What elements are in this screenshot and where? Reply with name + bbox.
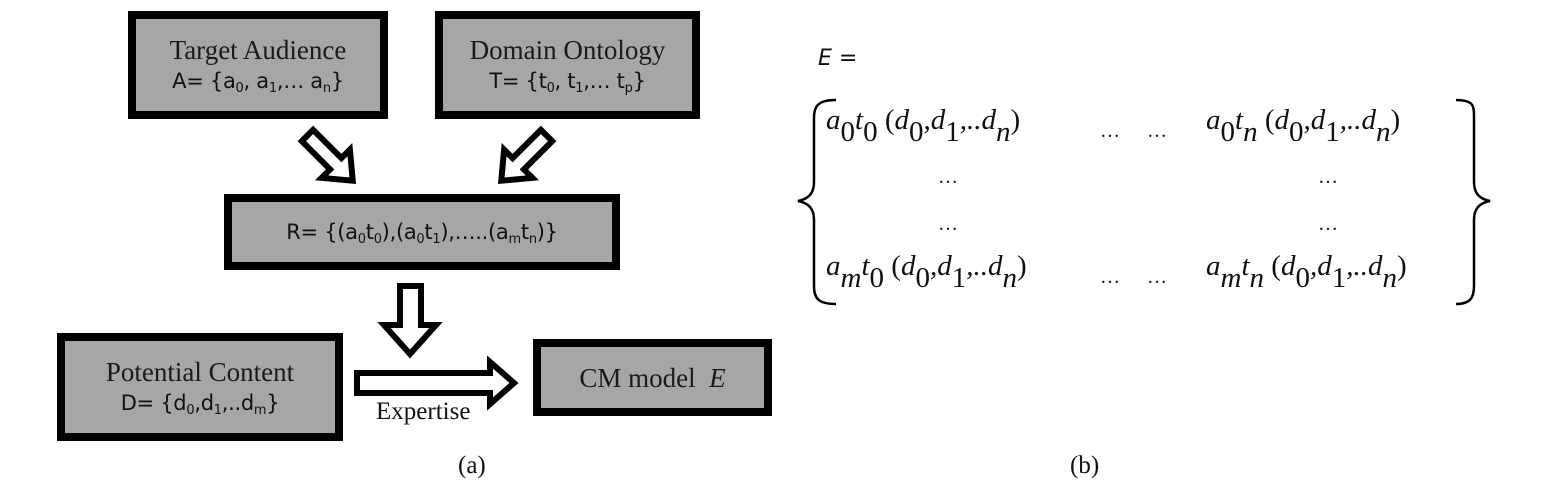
- target-audience-formula: A= {a0, a1,… an}: [172, 69, 344, 96]
- matrix-lhs: E =: [818, 46, 858, 71]
- target-audience-title: Target Audience: [169, 35, 347, 65]
- arrow-expertise: [354, 355, 519, 411]
- ellipsis: …: [1318, 166, 1338, 188]
- ellipsis: …: [1147, 266, 1167, 288]
- cm-model-title: CM model E: [579, 362, 726, 393]
- potential-content-formula: D= {d0,d1,..dm}: [120, 391, 280, 418]
- domain-ontology-box: Domain Ontology T= {t0, t1,… tp}: [435, 11, 700, 119]
- matrix-cell-m-n: amtn (d0,d1,..dn): [1206, 250, 1407, 294]
- ellipsis: …: [1318, 213, 1338, 235]
- expertise-label: Expertise: [376, 398, 471, 425]
- caption-a: (a): [458, 452, 486, 479]
- ellipsis: …: [938, 213, 958, 235]
- matrix-cell-0-0: a0t0 (d0,d1,..dn): [826, 104, 1021, 148]
- caption-b: (b): [1070, 452, 1100, 479]
- domain-ontology-title: Domain Ontology: [469, 35, 666, 65]
- relation-formula: R= {(a0t0),(a0t1),…..(amtn)}: [286, 220, 558, 247]
- ellipsis: …: [938, 166, 958, 188]
- ellipsis: …: [1147, 120, 1167, 142]
- cm-model-box: CM model E: [533, 339, 772, 416]
- domain-ontology-formula: T= {t0, t1,… tp}: [489, 69, 646, 96]
- target-audience-box: Target Audience A= {a0, a1,… an}: [128, 11, 388, 119]
- arrow-audience-to-relation: [297, 125, 357, 185]
- arrow-relation-down: [377, 283, 443, 359]
- relation-box: R= {(a0t0),(a0t1),…..(amtn)}: [224, 194, 620, 270]
- potential-content-title: Potential Content: [105, 357, 295, 387]
- cm-model-symbol: E: [709, 362, 726, 393]
- ellipsis: …: [1100, 266, 1120, 288]
- right-brace-icon: [1455, 98, 1491, 306]
- matrix-cell-0-n: a0tn (d0,d1,..dn): [1206, 104, 1401, 148]
- potential-content-box: Potential Content D= {d0,d1,..dm}: [57, 333, 343, 441]
- matrix-cell-m-0: amt0 (d0,d1,..dn): [826, 250, 1027, 294]
- ellipsis: …: [1100, 120, 1120, 142]
- arrow-ontology-to-relation: [497, 125, 557, 185]
- left-brace-icon: [797, 98, 837, 306]
